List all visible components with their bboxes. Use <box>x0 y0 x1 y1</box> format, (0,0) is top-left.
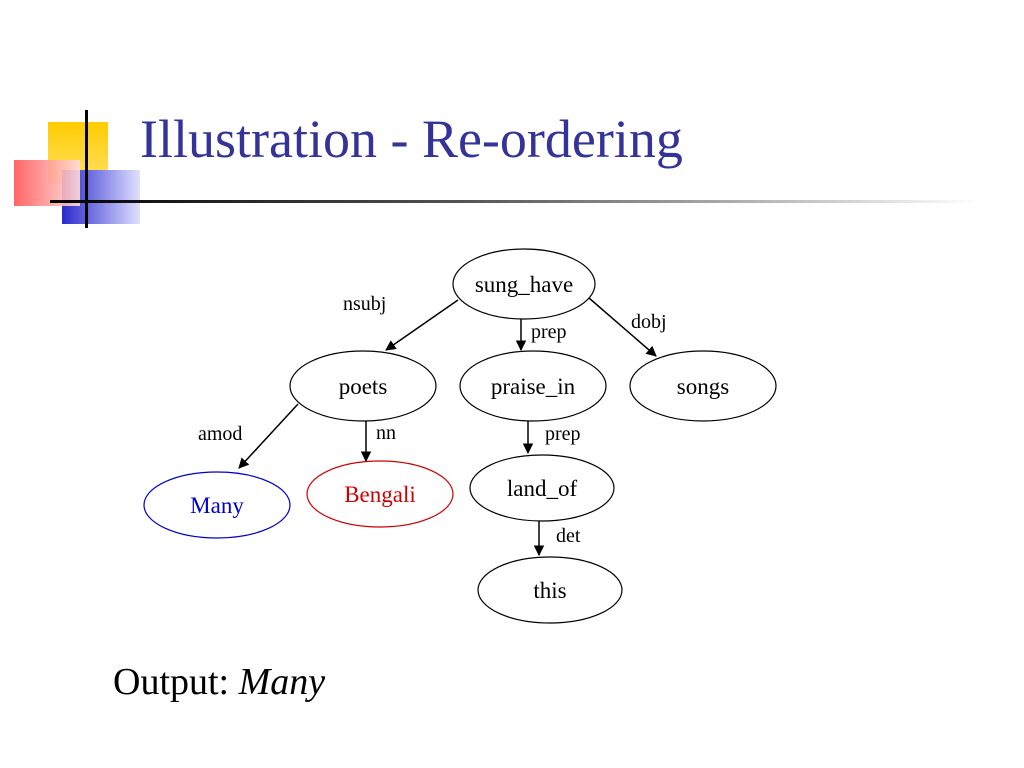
node-many: Many <box>143 471 291 539</box>
node-bengali: Bengali <box>306 460 454 528</box>
node-label: this <box>533 578 566 603</box>
edge-poets-many <box>238 403 299 469</box>
node-label: Many <box>190 493 244 518</box>
node-this: this <box>477 556 623 624</box>
edge-sung-poets <box>385 299 459 351</box>
node-label: praise_in <box>491 374 576 399</box>
output-label: Output: <box>113 661 230 703</box>
node-songs: songs <box>629 350 777 422</box>
node-praise-in: praise_in <box>459 350 607 422</box>
node-sung-have: sung_have <box>452 248 596 320</box>
node-label: songs <box>677 374 729 399</box>
output-value: Many <box>238 661 326 703</box>
edge-sung-songs <box>588 297 657 357</box>
node-poets: poets <box>289 350 437 422</box>
node-label: poets <box>339 374 388 399</box>
edge-label-det: det <box>556 525 581 547</box>
edge-label-dobj: dobj <box>631 311 667 333</box>
edge-label-amod: amod <box>198 423 242 445</box>
output-line: Output: Many <box>113 660 325 704</box>
edge-label-nn: nn <box>376 422 396 444</box>
edge-label-prep-1: prep <box>531 321 567 343</box>
edge-label-prep-2: prep <box>545 423 581 445</box>
node-label: Bengali <box>344 482 416 507</box>
node-label: land_of <box>507 476 578 501</box>
page-title: Illustration - Re-ordering <box>140 109 683 169</box>
node-land-of: land_of <box>469 454 615 522</box>
edge-label-nsubj: nsubj <box>343 293 386 315</box>
node-label: sung_have <box>475 272 573 297</box>
